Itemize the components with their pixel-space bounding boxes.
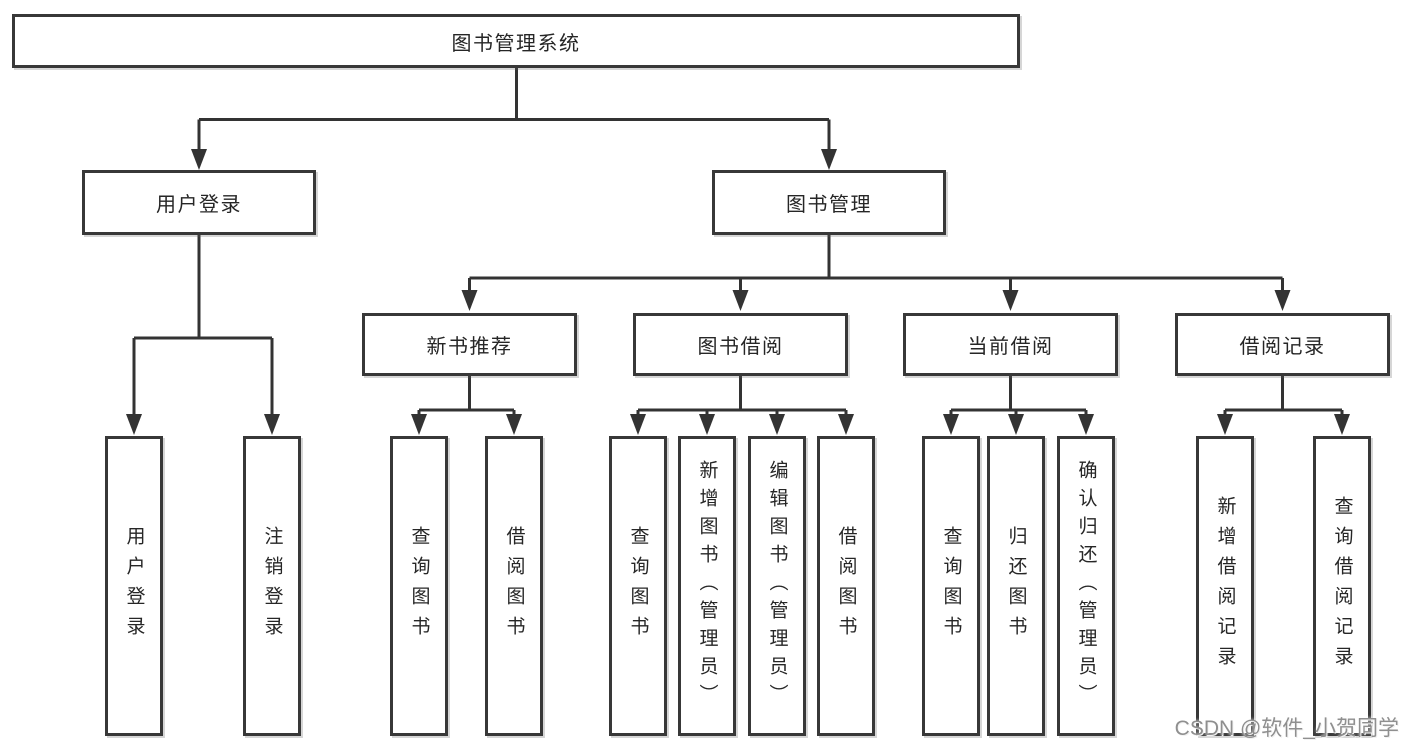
leaf-records-add-record-label: 新增借阅记录: [1214, 496, 1236, 676]
arrowhead-borrow-add: [699, 414, 715, 435]
arrowhead-new-book-recommend: [461, 290, 478, 311]
node-user-login-label: 用户登录: [156, 194, 242, 216]
leaf-records-add-record: 新增借阅记录: [1196, 436, 1254, 736]
node-book-borrow-label: 图书借阅: [697, 336, 784, 358]
arrowhead-borrow-query: [630, 414, 646, 435]
arrowhead-user-login: [191, 149, 207, 170]
arrowhead-current-confirm: [1078, 414, 1094, 435]
leaf-borrow-borrow-books: 借阅图书: [817, 436, 875, 736]
node-current-borrow: 当前借阅: [903, 313, 1118, 376]
leaf-user-login: 用户登录: [105, 436, 163, 736]
arrowhead-borrow-edit: [769, 414, 785, 435]
node-book-management: 图书管理: [712, 170, 946, 235]
leaf-borrow-edit-books-admin-label: 编辑图书（管理员）: [766, 460, 788, 712]
leaf-borrow-add-books-admin-label: 新增图书（管理员）: [696, 460, 718, 712]
leaf-borrow-add-books-admin: 新增图书（管理员）: [678, 436, 736, 736]
node-new-book-recommend-label: 新书推荐: [426, 336, 513, 358]
node-borrow-records: 借阅记录: [1175, 313, 1390, 376]
leaf-logout: 注销登录: [243, 436, 301, 736]
arrowhead-recommend-borrow: [506, 414, 522, 435]
leaf-current-return-books-label: 归还图书: [1005, 526, 1027, 646]
leaf-current-confirm-return-admin: 确认归还（管理员）: [1057, 436, 1115, 736]
arrowhead-current-borrow: [1002, 290, 1019, 311]
leaf-recommend-query-books: 查询图书: [390, 436, 448, 736]
leaf-user-login-label: 用户登录: [123, 526, 145, 646]
node-book-borrow: 图书借阅: [633, 313, 848, 376]
arrowheads: [126, 149, 1350, 435]
leaf-recommend-borrow-books: 借阅图书: [485, 436, 543, 736]
leaf-recommend-query-books-label: 查询图书: [408, 526, 430, 646]
leaf-recommend-borrow-books-label: 借阅图书: [503, 526, 525, 646]
leaf-records-query-record: 查询借阅记录: [1313, 436, 1371, 736]
node-current-borrow-label: 当前借阅: [967, 336, 1054, 358]
leaf-current-query-books: 查询图书: [922, 436, 980, 736]
arrowhead-recommend-query: [411, 414, 427, 435]
leaf-current-return-books: 归还图书: [987, 436, 1045, 736]
leaf-logout-label: 注销登录: [261, 526, 283, 646]
arrowhead-book-management: [821, 149, 837, 170]
leaf-borrow-query-books-label: 查询图书: [627, 526, 649, 646]
leaf-borrow-query-books: 查询图书: [609, 436, 667, 736]
node-borrow-records-label: 借阅记录: [1239, 336, 1326, 358]
arrowhead-current-query: [943, 414, 959, 435]
arrowhead-current-return: [1008, 414, 1024, 435]
leaf-records-query-record-label: 查询借阅记录: [1331, 496, 1353, 676]
node-new-book-recommend: 新书推荐: [362, 313, 577, 376]
arrowhead-book-borrow: [732, 290, 749, 311]
csdn-watermark: CSDN @软件_小贺同学: [1174, 717, 1399, 740]
node-root-label: 图书管理系统: [451, 32, 581, 55]
node-user-login: 用户登录: [82, 170, 316, 235]
arrowhead-leaf-logout: [264, 414, 280, 435]
leaf-current-query-books-label: 查询图书: [940, 526, 962, 646]
leaf-current-confirm-return-admin-label: 确认归还（管理员）: [1075, 460, 1097, 712]
leaf-borrow-borrow-books-label: 借阅图书: [835, 526, 857, 646]
arrowhead-borrow-borrow: [838, 414, 854, 435]
leaf-borrow-edit-books-admin: 编辑图书（管理员）: [748, 436, 806, 736]
arrowhead-borrow-records: [1274, 290, 1291, 311]
arrowhead-records-add: [1217, 414, 1233, 435]
node-book-management-label: 图书管理: [786, 194, 872, 216]
arrowhead-leaf-user-login: [126, 414, 142, 435]
arrowhead-records-query: [1334, 414, 1350, 435]
node-root: 图书管理系统: [12, 14, 1020, 68]
